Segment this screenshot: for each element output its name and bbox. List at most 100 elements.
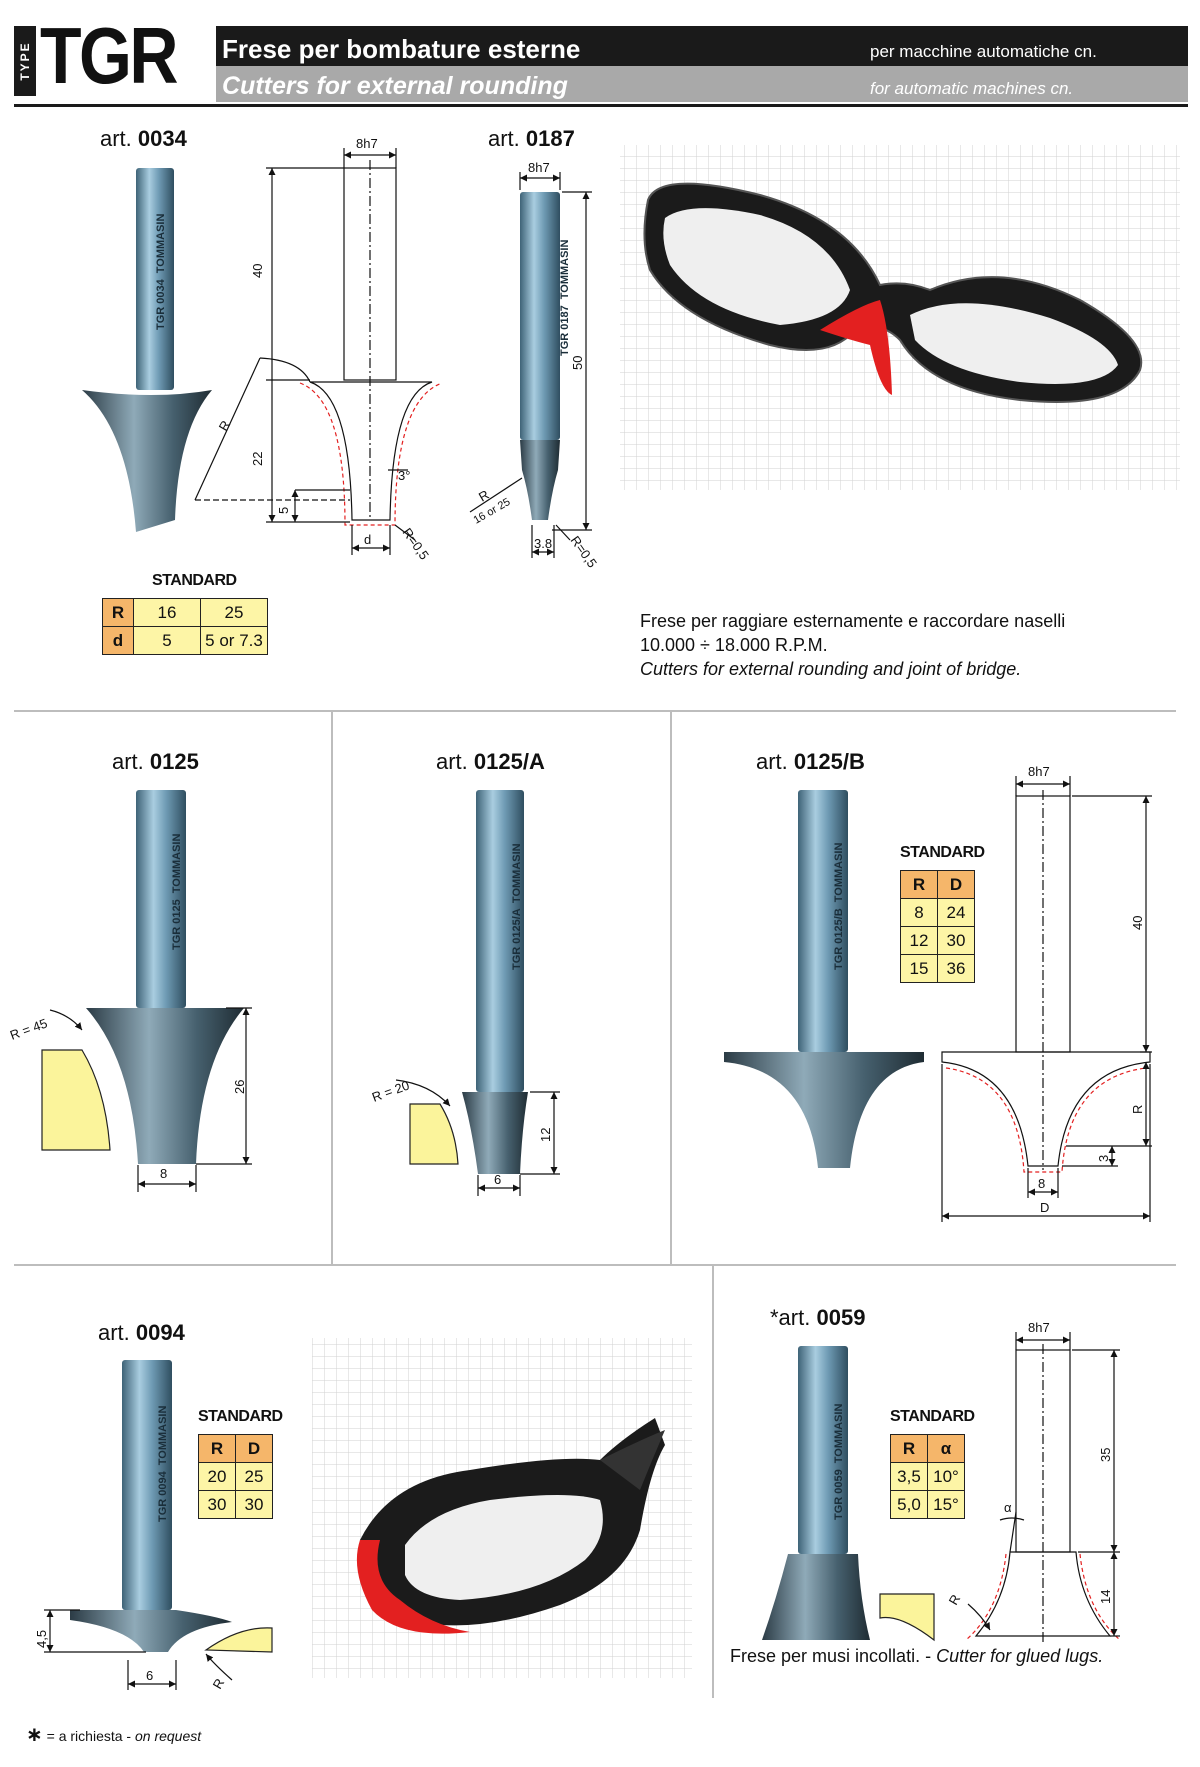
- table-cell: D: [235, 1434, 273, 1463]
- table-cell: R: [198, 1434, 236, 1463]
- table-cell: 30: [937, 926, 975, 955]
- cutter-0187-label: TGR 0187TOMMASIN: [559, 240, 571, 356]
- table-cell: 24: [937, 898, 975, 927]
- intro-text: Frese per raggiare esternamente e raccor…: [640, 609, 1065, 681]
- cutter-0094-label: TGR 0094TOMMASIN: [157, 1406, 169, 1522]
- cutter-0034-label: TGR 0034TOMMASIN: [155, 214, 167, 330]
- title-bar: [216, 26, 1188, 66]
- svg-text:6: 6: [146, 1668, 153, 1683]
- footnote-star: ∗: [26, 1724, 43, 1746]
- product-code: TGR: [40, 11, 178, 100]
- table-row: 30 30: [198, 1490, 273, 1519]
- caption-0059-it: Frese per musi incollati.: [730, 1646, 921, 1666]
- table-cell: 3,5: [890, 1462, 928, 1491]
- table-cell: R: [890, 1434, 928, 1463]
- svg-text:40: 40: [1130, 916, 1145, 930]
- intro-line-1: Frese per raggiare esternamente e raccor…: [640, 611, 1066, 631]
- cutter-0125b-label: TGR 0125/BTOMMASIN: [833, 843, 845, 970]
- table-cell: 8: [900, 898, 938, 927]
- svg-text:D: D: [1040, 1200, 1049, 1215]
- glasses-illustration-bottom: [312, 1338, 692, 1678]
- divider-col-3: [712, 1266, 714, 1698]
- standard-label-0034: STANDARD: [152, 572, 237, 589]
- header-rule: [14, 104, 1188, 107]
- svg-text:6: 6: [494, 1172, 501, 1187]
- divider-col-2: [670, 712, 672, 1264]
- footnote-it: = a richiesta -: [46, 1728, 132, 1744]
- standard-table-0034: R 16 25 d 5 5 or 7.3: [102, 598, 268, 655]
- svg-text:12: 12: [538, 1128, 553, 1142]
- footnote-en: on request: [134, 1728, 202, 1744]
- standard-table-0094: R D 20 25 30 30: [198, 1434, 273, 1519]
- svg-text:3: 3: [1096, 1155, 1111, 1162]
- table-cell: 5 or 7.3: [200, 626, 268, 655]
- table-row: R D: [900, 870, 975, 899]
- table-row: 8 24: [900, 898, 975, 927]
- table-cell: 5: [133, 626, 201, 655]
- svg-text:8h7: 8h7: [356, 136, 378, 151]
- svg-text:R: R: [946, 1592, 964, 1608]
- cutter-0187-dims: [469, 172, 592, 558]
- svg-text:8h7: 8h7: [1028, 764, 1050, 779]
- svg-text:26: 26: [232, 1080, 247, 1094]
- cutter-0125-dims: [49, 1007, 252, 1192]
- caption-0059: Frese per musi incollati. - Cutter for g…: [730, 1644, 1103, 1668]
- cutter-0125-label: TGR 0125TOMMASIN: [171, 834, 183, 950]
- table-row: 15 36: [900, 954, 975, 983]
- svg-text:40: 40: [250, 264, 265, 278]
- table-cell: D: [937, 870, 975, 899]
- svg-text:3°: 3°: [398, 468, 410, 483]
- table-row: 5,0 15°: [890, 1490, 965, 1519]
- table-cell: 15°: [927, 1490, 965, 1519]
- svg-text:α: α: [1004, 1500, 1012, 1515]
- page-title-en: Cutters for external rounding: [222, 72, 568, 100]
- table-row: d 5 5 or 7.3: [102, 626, 268, 655]
- standard-table-0059: R α 3,5 10° 5,0 15°: [890, 1434, 965, 1519]
- table-row: R D: [198, 1434, 273, 1463]
- cutter-0094-photo: TGR 0094TOMMASIN: [70, 1360, 273, 1653]
- table-cell: 25: [235, 1462, 273, 1491]
- table-cell: 16: [133, 598, 201, 627]
- standard-label-0094: STANDARD: [198, 1408, 283, 1425]
- page-title-it: Frese per bombature esterne: [222, 34, 581, 64]
- cutter-0094-dims: [44, 1609, 233, 1690]
- standard-label-0059: STANDARD: [890, 1408, 975, 1425]
- standard-table-0125b: R D 8 24 12 30 15 36: [900, 870, 975, 983]
- table-row: 3,5 10°: [890, 1462, 965, 1491]
- table-row: 20 25: [198, 1462, 273, 1491]
- art-0125-title: art. 0125: [112, 749, 199, 774]
- table-cell: 10°: [927, 1462, 965, 1491]
- art-0059-title: *art. 0059: [770, 1305, 866, 1330]
- table-cell: α: [927, 1434, 965, 1463]
- cutter-0125a-photo: TGR 0125/ATOMMASIN: [409, 790, 528, 1174]
- type-badge: TYPE: [14, 26, 36, 96]
- divider-col-1: [331, 712, 333, 1264]
- cutter-0059-diagram: [965, 1332, 1121, 1642]
- page-subtitle-it: per macchine automatiche cn.: [870, 42, 1097, 61]
- svg-text:22: 22: [250, 452, 265, 466]
- svg-text:8: 8: [1038, 1176, 1045, 1191]
- divider-row-1: [14, 710, 1176, 712]
- table-cell: R: [102, 598, 134, 627]
- table-cell: 25: [200, 598, 268, 627]
- table-cell: 30: [235, 1490, 273, 1519]
- subtitle-bar: [216, 66, 1188, 102]
- cutter-0059-dim-labels: 8h7 35 14 α R: [946, 1320, 1113, 1608]
- table-cell: 5,0: [890, 1490, 928, 1519]
- art-0125a-title: art. 0125/A: [436, 749, 545, 774]
- svg-text:8: 8: [160, 1166, 167, 1181]
- svg-text:R: R: [1130, 1105, 1145, 1114]
- svg-text:d: d: [364, 532, 371, 547]
- glasses-illustration-top: [620, 145, 1180, 490]
- cutter-0187-photo: TGR 0187TOMMASIN: [520, 192, 571, 520]
- cutter-0125b-dim-labels: 8h7 40 R 3 8 D: [1028, 764, 1145, 1215]
- table-cell: 36: [937, 954, 975, 983]
- cutter-0034-photo: TGR 0034TOMMASIN: [82, 168, 212, 532]
- intro-line-3: Cutters for external rounding and joint …: [640, 659, 1022, 679]
